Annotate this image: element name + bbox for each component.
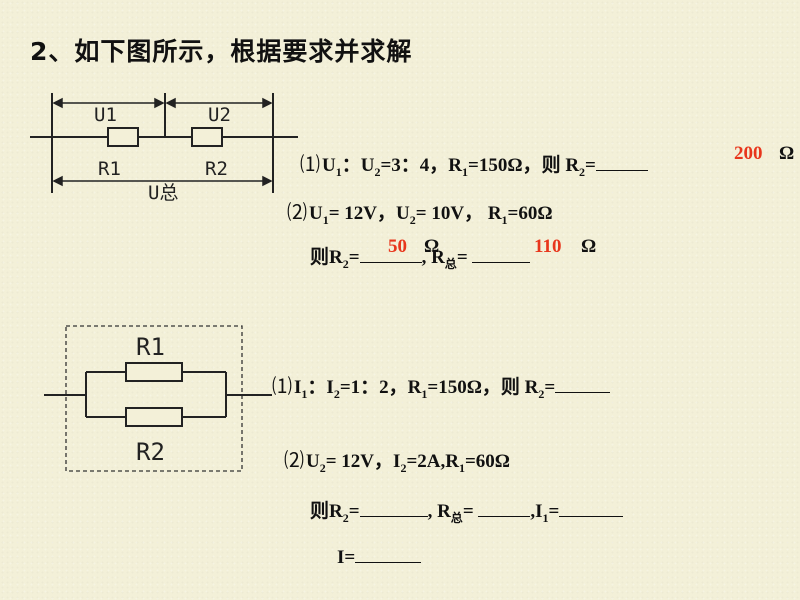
q1-line1: ⑴U1：U2=3：4，R1=150Ω，则 R2= xyxy=(300,148,648,180)
q1-answer-r2-unit: Ω xyxy=(779,143,795,164)
q2-line1: ⑴I1：I2=1：2，R1=150Ω，则 R2= xyxy=(272,370,611,402)
q2-blank-rtotal[interactable] xyxy=(478,498,531,517)
q2-line4: I= xyxy=(337,544,422,569)
r2-label: R2 xyxy=(205,158,228,180)
u1-label: U1 xyxy=(94,104,117,126)
parallel-r1-label: R1 xyxy=(136,333,165,361)
q1-answer-r2b: 50 xyxy=(388,236,407,257)
q2-line3: 则R2=, R总= ,I1= xyxy=(310,496,624,526)
q1-blank-rtotal[interactable] xyxy=(472,244,531,263)
parallel-r2-label: R2 xyxy=(136,438,165,466)
q1-blank-r2[interactable] xyxy=(595,152,648,171)
u2-label: U2 xyxy=(208,104,231,126)
q1-answer-rtotal: 110 xyxy=(534,236,562,257)
page-title: 2、如下图所示，根据要求并求解 xyxy=(30,37,413,66)
q1-answer-r2: 200 xyxy=(734,143,763,164)
series-circuit-diagram: U1 U2 R1 R2 U总 xyxy=(30,93,298,204)
q1-line3: 则R2=, R总= xyxy=(310,242,531,272)
q2-line2: ⑵U2= 12V，I2=2A,R1=60Ω xyxy=(284,448,511,475)
parallel-circuit-diagram: R1 R2 xyxy=(44,325,272,472)
q1-answer-r2b-unit: Ω xyxy=(424,236,440,257)
q1-answer-rtotal-unit: Ω xyxy=(581,236,597,257)
utotal-label: U总 xyxy=(148,182,178,204)
q1-blank-r2b[interactable] xyxy=(359,244,422,263)
q2-blank-i1[interactable] xyxy=(559,498,624,517)
q2-blank-i[interactable] xyxy=(355,544,422,563)
q2-blank-r2b[interactable] xyxy=(359,498,428,517)
q1-line2: ⑵U1= 12V，U2= 10V， R1=60Ω xyxy=(287,200,553,227)
r1-label: R1 xyxy=(98,158,121,180)
q2-blank-r2[interactable] xyxy=(555,374,611,393)
